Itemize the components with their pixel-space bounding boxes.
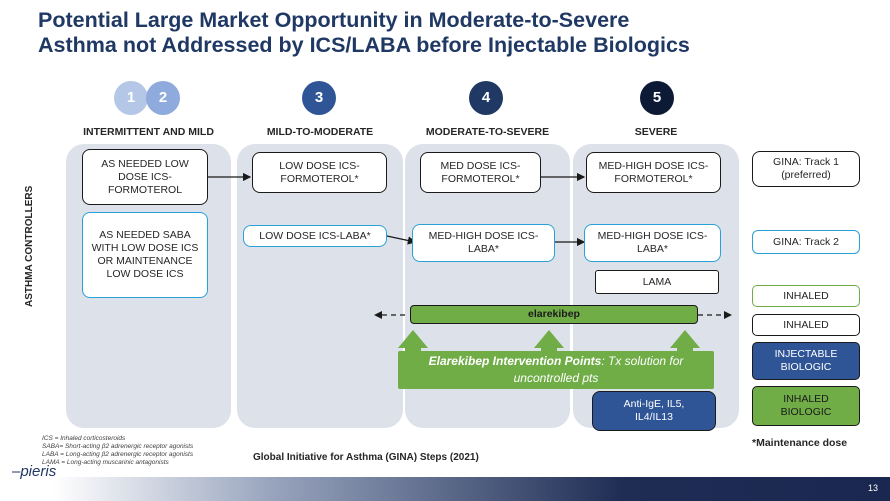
intervention-rest: : Tx solution for uncontrolled pts	[513, 354, 684, 385]
track2-step1-box: AS NEEDED SABA WITH LOW DOSE ICS OR MAIN…	[82, 212, 208, 298]
intervention-text: Elarekibep Intervention Points: Tx solut…	[408, 353, 704, 387]
track1-step5-box: MED-HIGH DOSE ICS-FORMOTEROL*	[586, 152, 721, 193]
header-moderate-to-severe: MODERATE-TO-SEVERE	[425, 126, 550, 138]
page-number: 13	[867, 483, 878, 493]
footnote-lama: LAMA = Long-acting muscarinic antagonist…	[42, 459, 169, 466]
intervention-bold: Elarekibep Intervention Points	[428, 354, 602, 368]
footnote-saba: SABA= Short-acting β2 adrenergic recepto…	[42, 443, 194, 450]
header-intermittent-mild: INTERMITTENT AND MILD	[83, 126, 214, 138]
gina-source: Global Initiative for Asthma (GINA) Step…	[253, 452, 479, 463]
track1-step4-box: MED DOSE ICS-FORMOTEROL*	[420, 152, 541, 193]
slide-title: Potential Large Market Opportunity in Mo…	[38, 8, 878, 58]
footer-bar: 13	[0, 477, 890, 501]
title-line-1: Potential Large Market Opportunity in Mo…	[38, 8, 630, 32]
legend-track2: GINA: Track 2	[752, 230, 860, 254]
legend-track1: GINA: Track 1 (preferred)	[752, 151, 860, 187]
track1-step3-box: LOW DOSE ICS-FORMOTEROL*	[252, 152, 387, 193]
step-circle-4: 4	[469, 81, 503, 115]
track1-step1-box: AS NEEDED LOW DOSE ICS-FORMOTEROL	[82, 149, 208, 205]
elarekibep-bar: elarekibep	[410, 305, 698, 324]
logo-text: pieris	[20, 463, 57, 480]
step-circle-1: 1	[114, 81, 148, 115]
header-severe: SEVERE	[634, 126, 678, 138]
maintenance-dose-note: *Maintenance dose	[752, 437, 848, 449]
step-circle-2: 2	[146, 81, 180, 115]
lama-box: LAMA	[595, 270, 719, 294]
title-line-2: Asthma not Addressed by ICS/LABA before …	[38, 33, 690, 57]
legend-inhaled-dark: INHALED	[752, 314, 860, 336]
footnote-laba: LABA = Long-acting β2 adrenergic recepto…	[42, 451, 194, 458]
injectable-biologics-box: Anti-IgE, IL5, IL4/IL13	[592, 391, 716, 431]
track2-step3-box: LOW DOSE ICS-LABA*	[243, 225, 387, 247]
header-mild-to-moderate: MILD-TO-MODERATE	[266, 126, 374, 138]
legend-injectable-biologic: INJECTABLE BIOLOGIC	[752, 342, 860, 380]
logo-dash-icon: –	[12, 463, 21, 480]
legend-inhaled-green: INHALED	[752, 285, 860, 307]
asthma-controllers-label: ASTHMA CONTROLLERS	[24, 185, 35, 307]
step-circle-5: 5	[640, 81, 674, 115]
footnote-ics: ICS = Inhaled corticosteroids	[42, 435, 126, 442]
pieris-logo: –pieris	[12, 463, 56, 480]
track2-step5-box: MED-HIGH DOSE ICS-LABA*	[584, 224, 721, 262]
abbreviation-footnotes: ICS = Inhaled corticosteroids SABA= Shor…	[42, 435, 193, 467]
legend-inhaled-biologic: INHALED BIOLOGIC	[752, 386, 860, 426]
track2-step4-box: MED-HIGH DOSE ICS-LABA*	[412, 224, 555, 262]
step-circle-3: 3	[302, 81, 336, 115]
intervention-points-box: Elarekibep Intervention Points: Tx solut…	[398, 351, 714, 389]
